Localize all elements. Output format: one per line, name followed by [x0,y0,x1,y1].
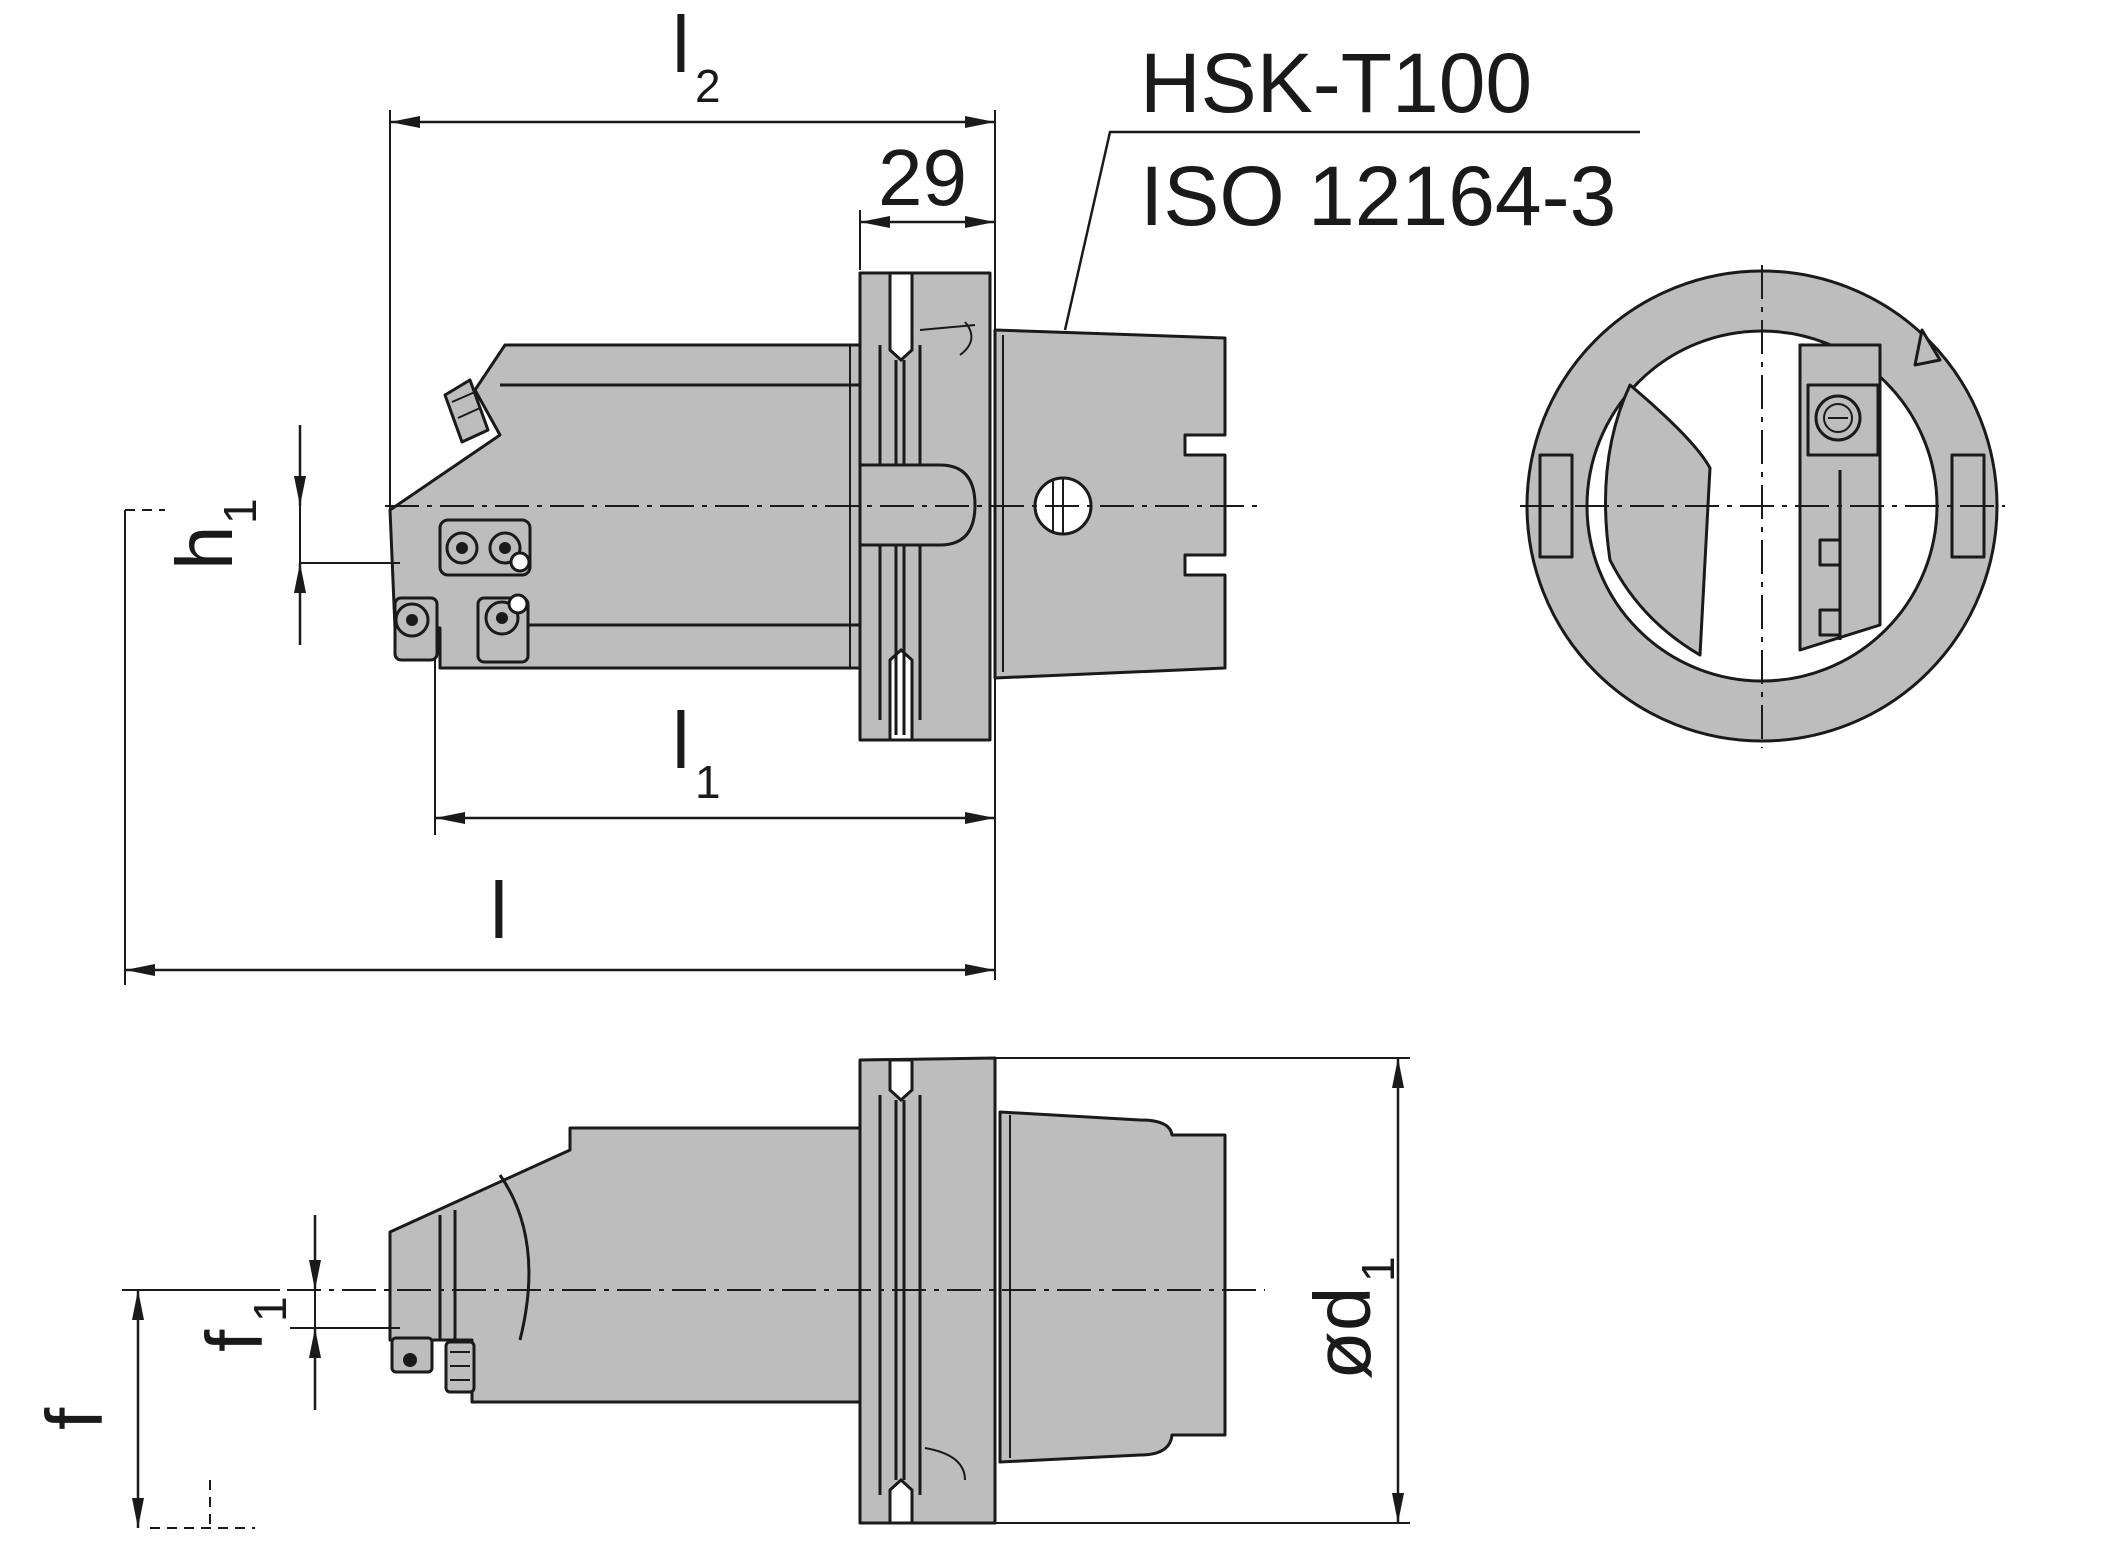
dimensions [124,110,1640,1529]
label-h1-sub: 1 [214,498,266,524]
top-view [385,271,1265,742]
bottom-shank [998,1110,1227,1464]
label-l1-sub: 1 [695,756,721,808]
top-clamp-screw [443,378,490,444]
standard-line2: ISO 12164-3 [1140,149,1616,243]
label-d1: ød [1298,1287,1387,1380]
label-f1: f [190,1329,279,1352]
pocket-screws [393,518,532,664]
dimension-labels: l 2 29 HSK-T100 ISO 12164-3 h 1 l 1 l f … [30,0,1616,1430]
label-l1: l [672,696,690,785]
label-l2-sub: 2 [695,60,721,112]
keyway-slot [858,463,977,547]
bottom-view [122,1056,1265,1525]
hsk-shank [993,328,1227,680]
label-l2: l [672,0,690,89]
label-29: 29 [878,133,967,222]
end-view [1520,265,2005,748]
standard-line1: HSK-T100 [1140,36,1532,130]
bottom-body [388,1126,862,1404]
label-f1-sub: 1 [244,1296,296,1322]
label-f: f [30,1407,119,1430]
label-h1: h [160,526,249,571]
label-d1-sub: 1 [1352,1256,1404,1282]
label-l: l [490,866,508,955]
